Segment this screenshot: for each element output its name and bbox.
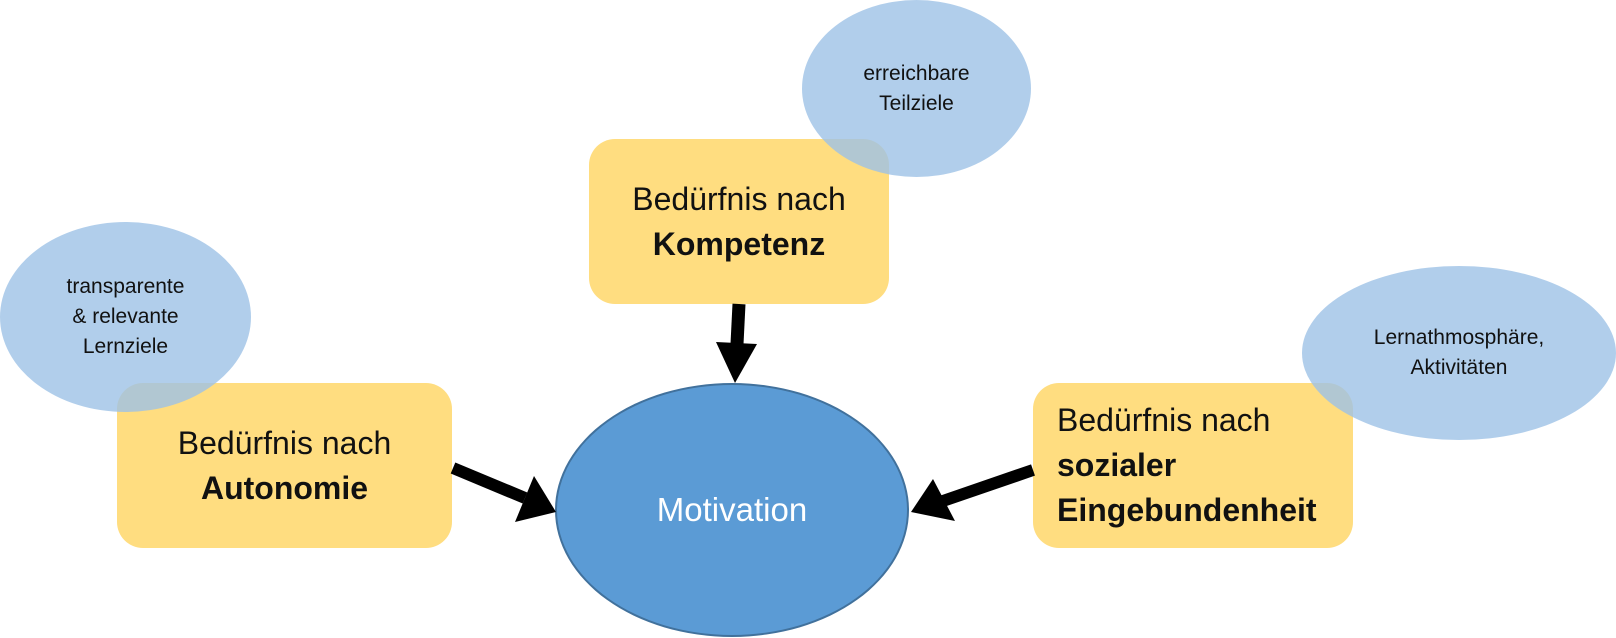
arrow-head-sozial [911,479,955,521]
need-name-continued: Eingebundenheit [1057,492,1317,528]
need-name: sozialer [1057,447,1177,483]
bubble-line: & relevante [72,305,179,328]
arrow-head-autonomie [515,476,556,522]
need-box-kompetenz: Bedürfnis nach Kompetenz [589,139,889,304]
arrow-shaft-autonomie [450,462,528,504]
need-heading: Bedürfnis nach [632,180,846,217]
need-heading: Bedürfnis nach [177,424,392,461]
bubble-line: transparente [66,275,185,298]
motivation-ellipse: Motivation [555,383,909,637]
bubble-line: Lernziele [82,335,169,358]
need-box-autonomie: Bedürfnis nach Autonomie [117,383,452,548]
bubble-line: erreichbare [863,61,970,85]
motivation-label: Motivation [656,491,808,528]
bubble-line: Aktivitäten [1410,356,1508,379]
bubble-line: Teilziele [879,91,954,115]
bubble-line: Lernathmosphäre, [1373,326,1545,349]
bubble-lernziele: transparente & relevante Lernziele [0,222,251,412]
arrow-shaft-kompetenz [730,303,746,345]
arrow-head-kompetenz [716,342,757,383]
need-name: Autonomie [200,469,369,506]
bubble-teilziele: erreichbare Teilziele [802,0,1031,177]
bubble-lernathmosphaere: Lernathmosphäre, Aktivitäten [1302,266,1616,440]
arrow-shaft-sozial [938,464,1035,508]
need-name: Kompetenz [652,225,826,262]
need-heading: Bedürfnis nach [1057,402,1271,438]
need-box-soziale-eingebundenheit: Bedürfnis nach sozialer Eingebundenheit [1033,383,1353,548]
